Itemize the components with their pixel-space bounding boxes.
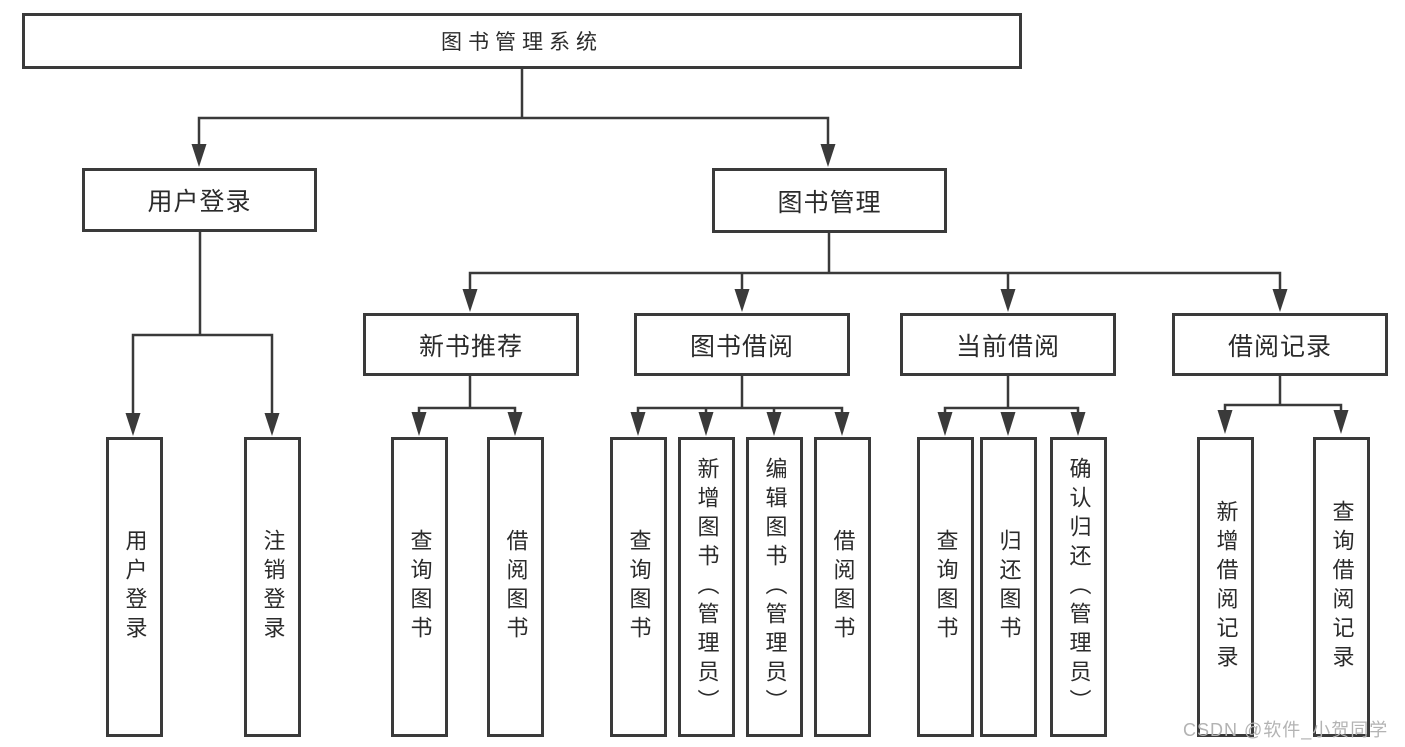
node-label: 当前借阅 [955,332,1060,361]
leaf-confirm-return-admin: 确认归还（管理员） [1050,437,1107,737]
node-label: 借阅记录 [1227,332,1332,361]
leaf-query-books-1: 查询图书 [391,437,448,737]
arrowheads [125,144,1349,436]
node-label: 图书管理 [777,188,882,217]
node-current-borrowing: 当前借阅 [900,313,1116,376]
connector-record-group [1223,376,1343,412]
node-borrowing-records: 借阅记录 [1172,313,1388,376]
leaf-borrow-books-2: 借阅图书 [814,437,871,737]
leaf-query-borrow-record: 查询借阅记录 [1313,437,1370,737]
connector-borrow-group [636,376,844,415]
node-label: 查询图书 [933,529,959,645]
node-label: 用户登录 [147,188,252,216]
leaf-user-login: 用户登录 [106,437,163,737]
leaf-logout: 注销登录 [244,437,301,737]
leaf-query-books-2: 查询图书 [610,437,667,737]
node-label: 新增图书（管理员） [694,456,720,718]
node-label: 确认归还（管理员） [1066,456,1092,718]
node-label: 查询借阅记录 [1329,500,1355,674]
node-label: 借阅图书 [830,529,856,645]
node-new-book-recommendation: 新书推荐 [363,313,579,376]
node-label: 用户登录 [122,529,148,645]
connector-root-to-level2 [197,69,830,148]
connector-newbook-group [417,376,517,415]
node-label: 借阅图书 [503,529,529,645]
node-user-login: 用户登录 [82,168,317,232]
leaf-edit-books-admin: 编辑图书（管理员） [746,437,803,737]
node-label: 注销登录 [260,529,286,645]
leaf-add-books-admin: 新增图书（管理员） [678,437,735,737]
node-label: 查询图书 [626,529,652,645]
connector-current-group [943,376,1080,415]
node-label: 新书推荐 [418,332,523,361]
leaf-query-books-3: 查询图书 [917,437,974,737]
node-book-borrowing: 图书借阅 [634,313,850,376]
node-book-management: 图书管理 [712,168,947,233]
leaf-add-borrow-record: 新增借阅记录 [1197,437,1254,737]
connector-login-group [131,232,274,416]
node-label: 图书借阅 [689,332,794,361]
connector-bookmgmt-to-level3 [468,233,1282,293]
node-label: 编辑图书（管理员） [762,456,788,718]
leaf-borrow-books-1: 借阅图书 [487,437,544,737]
node-label: 归还图书 [996,529,1022,645]
node-library-management-system: 图书管理系统 [22,13,1022,69]
node-label: 新增借阅记录 [1213,500,1239,674]
leaf-return-books: 归还图书 [980,437,1037,737]
csdn-watermark: CSDN @软件_小贺同学 [1183,720,1389,740]
node-label: 查询图书 [407,529,433,645]
node-label: 图书管理系统 [441,31,603,54]
